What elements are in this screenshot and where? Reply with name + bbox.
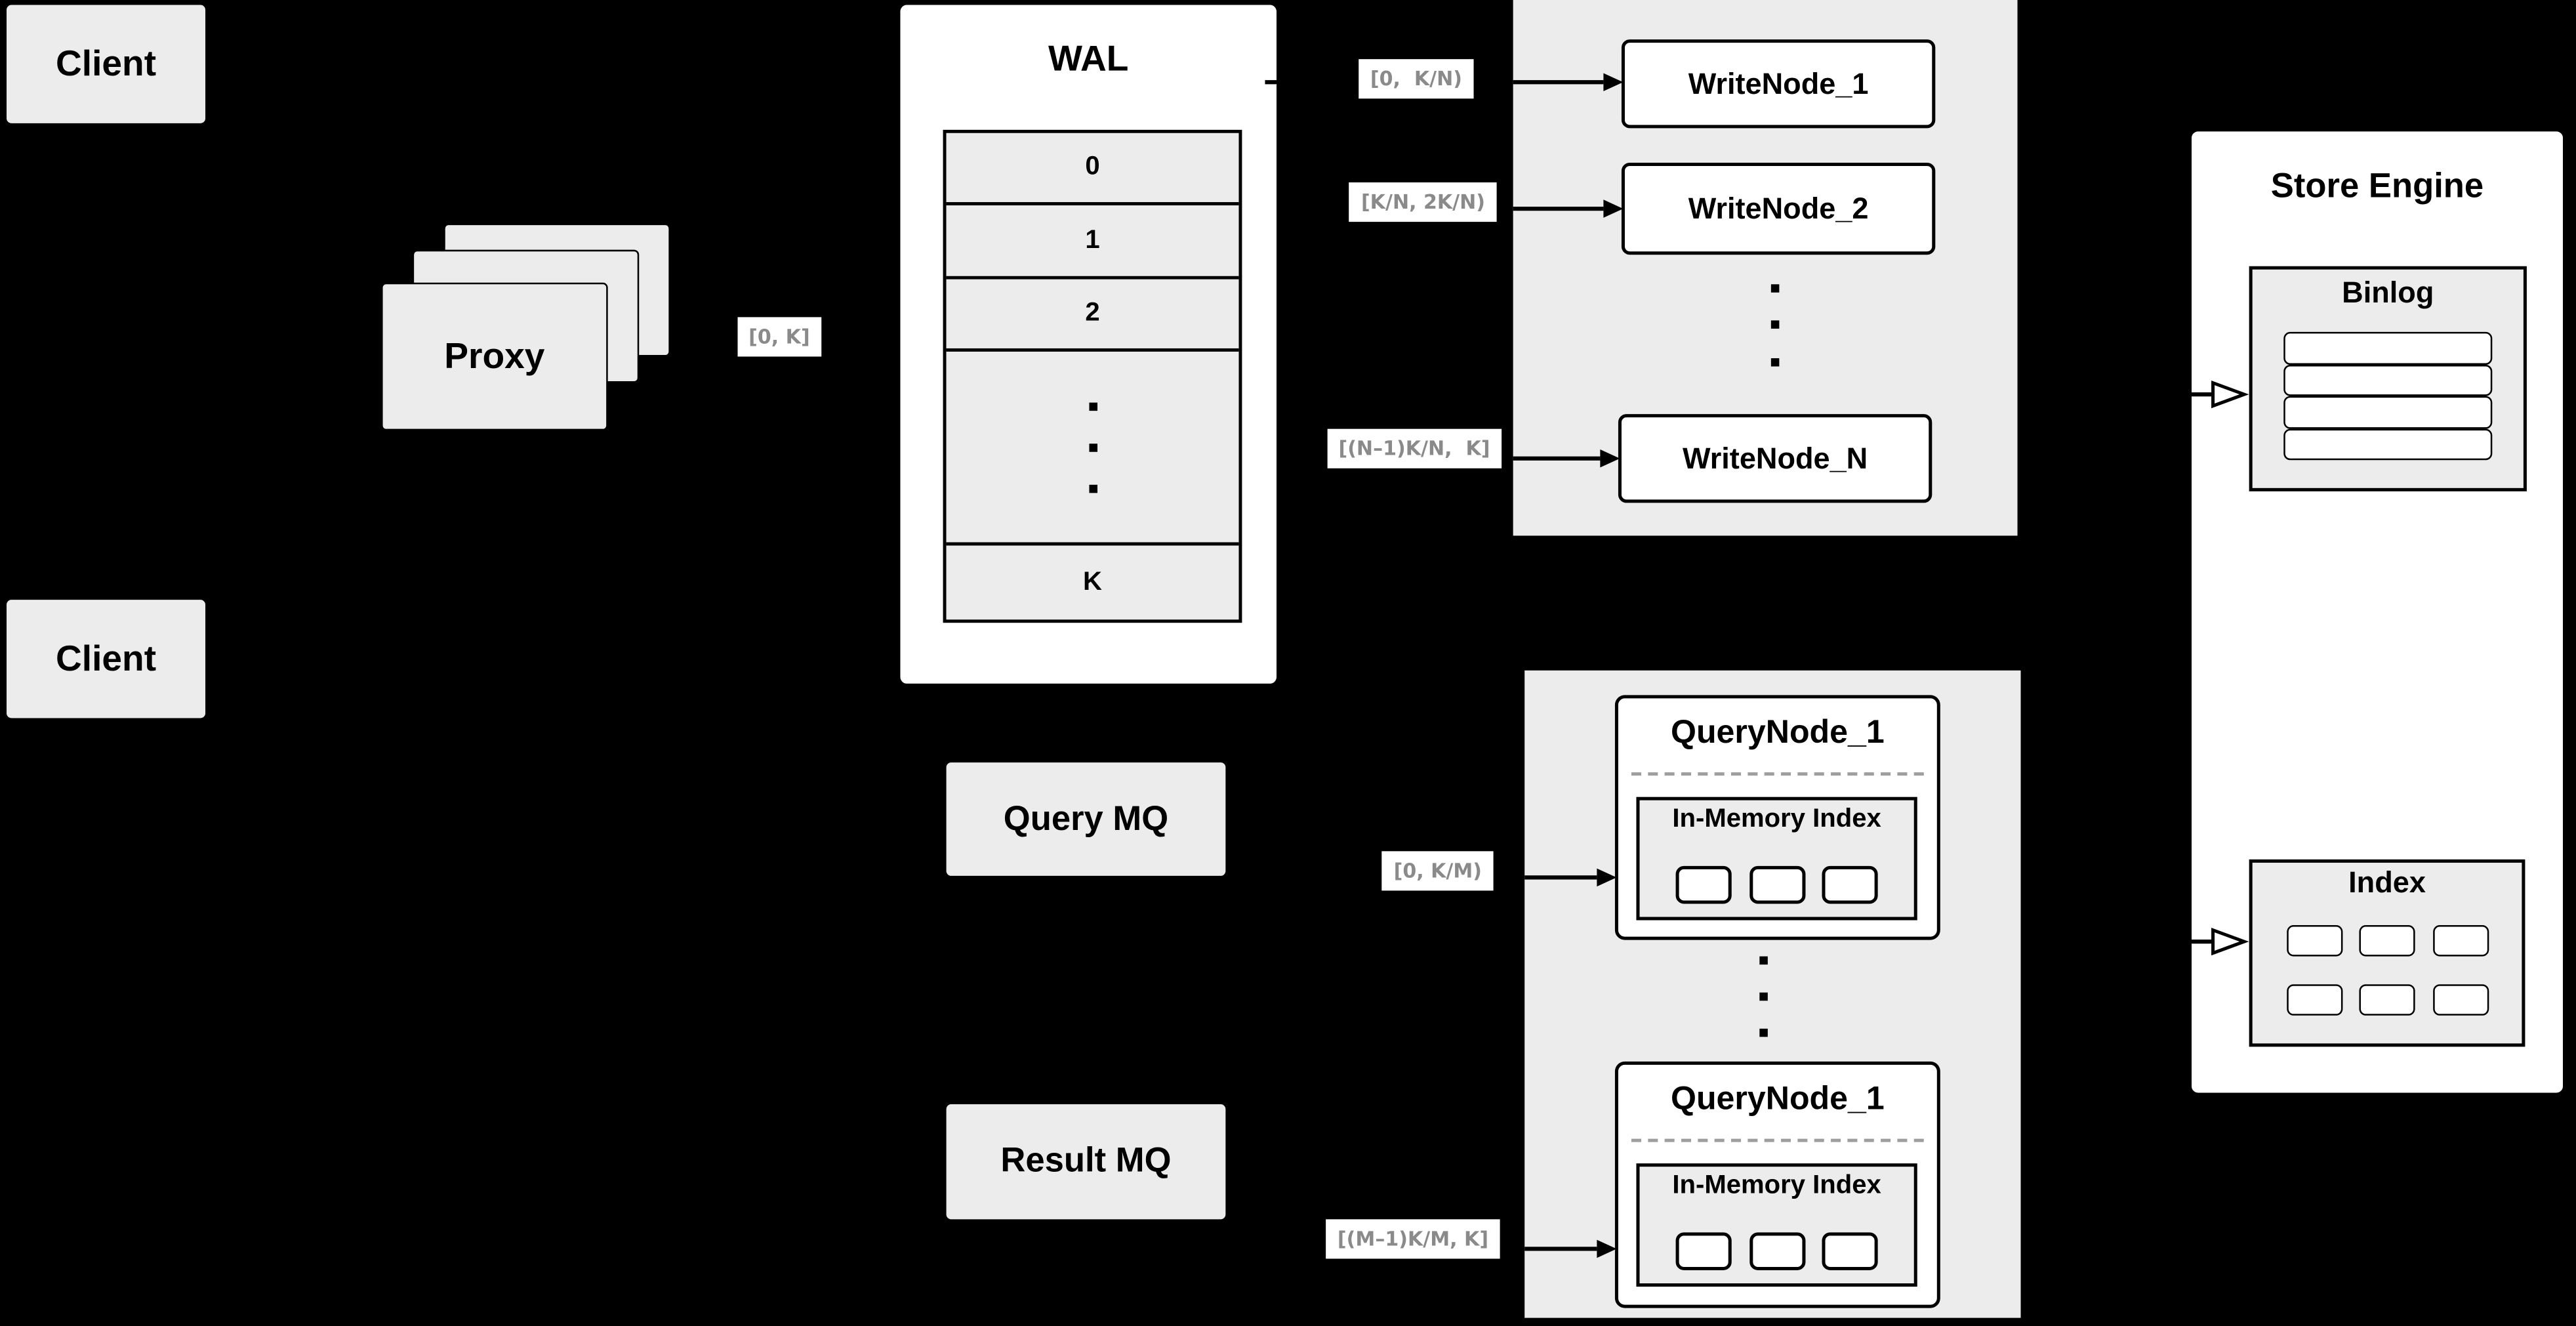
binlog-title: Binlog: [2342, 276, 2434, 309]
index-title: Index: [2348, 865, 2426, 899]
wal-box: WAL 0 1 2 K: [897, 1, 1280, 687]
binlog-row: [2283, 331, 2493, 364]
ellipsis-dot: [1759, 992, 1768, 1001]
query-range-chip-1: [0, K/M): [1382, 851, 1494, 891]
binlog-row: [2283, 363, 2493, 396]
client-box-top: Client: [7, 5, 206, 123]
wal-row-1: 1: [946, 205, 1239, 280]
in-memory-index-cells-2: [1639, 1232, 1913, 1270]
wal-row-2: 2: [946, 279, 1239, 352]
query-node-1-title: QueryNode_1: [1670, 715, 1885, 751]
write-range-chip-1: [0, K/N): [1359, 59, 1474, 99]
index-segment-cell: [1749, 865, 1805, 904]
index-segment-cell: [1821, 1232, 1878, 1270]
query-mq-label: Query MQ: [1003, 799, 1169, 838]
index-segment-cell: [1676, 1232, 1732, 1270]
proxy-range-chip: [0, K]: [737, 317, 822, 357]
client-bottom-label: Client: [55, 637, 157, 679]
write-range-chip-3: [(N–1)K/N, K]: [1326, 428, 1502, 468]
result-mq-box: Result MQ: [946, 1104, 1226, 1220]
write-node-2-label: WriteNode_2: [1688, 191, 1869, 224]
store-engine-box: Store Engine Binlog Index: [2188, 128, 2567, 1096]
index-cell: [2359, 984, 2415, 1016]
ellipsis-dot: [1759, 1028, 1768, 1037]
ellipsis-dot: [1088, 484, 1097, 493]
in-memory-index-box-1: In-Memory Index: [1636, 797, 1917, 921]
query-mq-box: Query MQ: [946, 762, 1226, 876]
result-mq-label: Result MQ: [1000, 1142, 1172, 1180]
index-cell: [2286, 984, 2342, 1016]
client-top-label: Client: [55, 43, 157, 84]
index-cell-row: [2253, 984, 2522, 1016]
ellipsis-dot: [1770, 284, 1780, 293]
query-node-1-divider: [1631, 772, 1924, 776]
wal-row-0: 0: [946, 133, 1239, 206]
client-box-bottom: Client: [7, 600, 206, 718]
write-node-1-label: WriteNode_1: [1688, 66, 1869, 100]
index-segment-cell: [1821, 865, 1878, 904]
binlog-rows: [2283, 331, 2493, 461]
index-cell: [2359, 925, 2415, 957]
query-node-panel: QueryNode_1 In-Memory Index QueryNode_1 …: [1524, 670, 2021, 1318]
ellipsis-dot: [1759, 956, 1768, 965]
ellipsis-dot: [1088, 442, 1097, 451]
in-memory-index-cells-1: [1639, 865, 1913, 904]
write-node-panel: WriteNode_1 WriteNode_2 WriteNode_N: [1513, 0, 2018, 536]
query-range-chip-2: [(M–1)K/M, K]: [1326, 1219, 1500, 1259]
binlog-row: [2283, 428, 2493, 461]
write-node-2-box: WriteNode_2: [1621, 162, 1936, 255]
index-cell: [2432, 984, 2489, 1016]
ellipsis-dot: [1770, 358, 1780, 367]
index-segment-cell: [1749, 1232, 1805, 1270]
index-cell: [2432, 925, 2489, 957]
query-node-2-title: QueryNode_1: [1670, 1081, 1885, 1118]
proxy-label: Proxy: [444, 335, 545, 377]
in-memory-index-box-2: In-Memory Index: [1636, 1163, 1917, 1287]
query-node-2-box: QueryNode_1 In-Memory Index: [1614, 1061, 1940, 1308]
wal-table: 0 1 2 K: [943, 129, 1242, 623]
write-range-chip-2: [K/N, 2K/N): [1349, 182, 1497, 222]
query-node-2-divider: [1631, 1138, 1924, 1142]
wal-row-k: K: [946, 545, 1239, 620]
proxy-card-front: Proxy: [381, 282, 608, 431]
binlog-box: Binlog: [2249, 266, 2527, 491]
index-cell-row: [2253, 925, 2522, 957]
index-cell: [2286, 925, 2342, 957]
index-segment-cell: [1676, 865, 1732, 904]
write-node-n-label: WriteNode_N: [1682, 441, 1868, 474]
index-box: Index: [2249, 859, 2525, 1047]
wal-title: WAL: [1048, 37, 1129, 79]
write-node-1-box: WriteNode_1: [1621, 39, 1936, 129]
store-engine-title: Store Engine: [2270, 167, 2484, 206]
wal-ellipsis-cell: [946, 351, 1239, 546]
ellipsis-dot: [1770, 320, 1780, 329]
write-node-n-box: WriteNode_N: [1618, 414, 1932, 503]
binlog-row: [2283, 396, 2493, 428]
in-memory-index-title-1: In-Memory Index: [1672, 805, 1881, 833]
query-node-1-box: QueryNode_1 In-Memory Index: [1614, 695, 1940, 940]
in-memory-index-title-2: In-Memory Index: [1672, 1171, 1881, 1200]
ellipsis-dot: [1088, 402, 1097, 410]
